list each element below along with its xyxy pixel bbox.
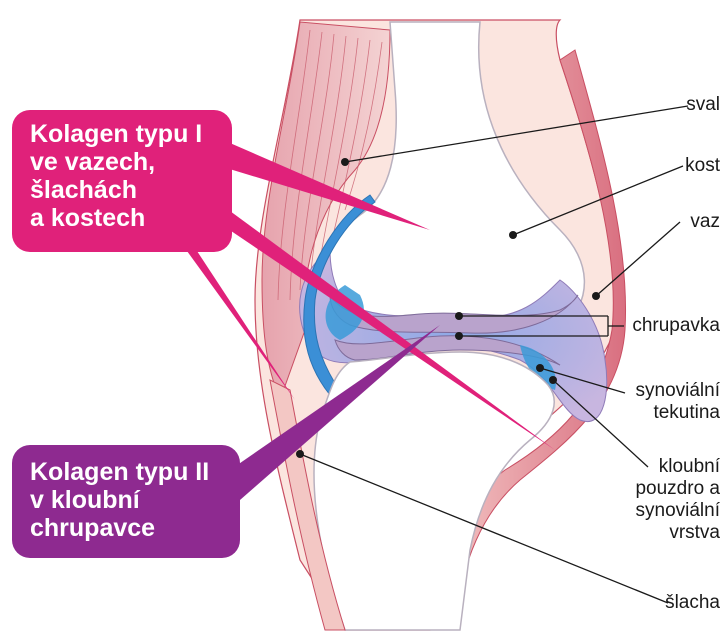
callout-type1-line: Kolagen typu I: [30, 120, 202, 148]
callout-type2-text: Kolagen typu II v kloubní chrupavce: [30, 458, 209, 542]
callout-type1-line: ve vazech,: [30, 148, 202, 176]
label-kloubni-pouzdro: kloubní pouzdro a synoviální vrstva: [600, 456, 720, 544]
label-vaz: vaz: [650, 211, 720, 233]
label-synovialni-tekutina: synoviální tekutina: [600, 380, 720, 424]
label-chrupavka: chrupavka: [606, 315, 720, 337]
label-line: synoviální: [600, 500, 720, 522]
label-line: tekutina: [600, 402, 720, 424]
callout-type2-line: chrupavce: [30, 514, 209, 542]
callout-type2-line: Kolagen typu II: [30, 458, 209, 486]
callout-type1-text: Kolagen typu I ve vazech, šlachách a kos…: [30, 120, 202, 232]
label-line: pouzdro a: [600, 478, 720, 500]
label-line: synoviální: [600, 380, 720, 402]
label-kost: kost: [650, 155, 720, 177]
label-sval: sval: [650, 94, 720, 116]
label-line: vrstva: [600, 522, 720, 544]
callout-type1-line: šlachách: [30, 176, 202, 204]
label-slacha: šlacha: [640, 592, 720, 614]
callout-type2-line: v kloubní: [30, 486, 209, 514]
label-line: kloubní: [600, 456, 720, 478]
callout-type1-line: a kostech: [30, 204, 202, 232]
